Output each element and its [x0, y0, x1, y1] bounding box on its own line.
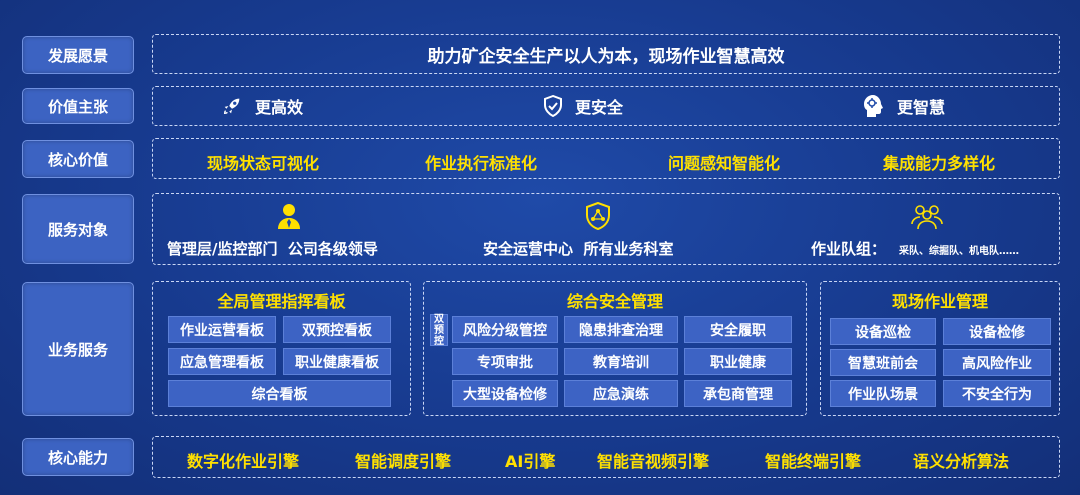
- safety-item[interactable]: 安全履职: [684, 316, 792, 343]
- value-item-smarter: 更智慧: [861, 87, 945, 125]
- safety-item[interactable]: 风险分级管控: [452, 316, 558, 343]
- field-panel-title: 现场作业管理: [891, 292, 988, 311]
- service-target-box: 管理层/监控部门 公司各级领导 安全运营中心 所有业务科室 作业队组： 采队、综…: [152, 193, 1060, 265]
- safety-item[interactable]: 承包商管理: [684, 380, 792, 407]
- manager-person-icon: [276, 202, 302, 234]
- service-target-teams: 作业队组：: [811, 240, 887, 258]
- board-panel-title: 全局管理指挥看板: [217, 292, 346, 311]
- field-item[interactable]: 不安全行为: [943, 380, 1051, 407]
- core-value-item: 作业执行标准化: [425, 154, 538, 173]
- capability-item: 智能音视频引擎: [597, 452, 710, 471]
- safety-item[interactable]: 隐患排查治理: [564, 316, 678, 343]
- safety-panel: 综合安全管理: [423, 281, 807, 416]
- dual-prevention-label: 双预控: [430, 314, 448, 347]
- safety-shield-network-icon: [585, 201, 611, 234]
- value-item-safer: 更安全: [543, 87, 623, 125]
- capability-box: 数字化作业引擎 智能调度引擎 AI引擎 智能音视频引擎 智能终端引擎 语义分析算…: [152, 436, 1060, 478]
- row-label-business: 业务服务: [22, 282, 134, 416]
- capability-item: 数字化作业引擎: [187, 452, 300, 471]
- field-item[interactable]: 设备巡检: [830, 318, 936, 345]
- board-item[interactable]: 应急管理看板: [168, 348, 276, 375]
- field-item[interactable]: 作业队场景: [830, 380, 936, 407]
- core-value-item: 问题感知智能化: [668, 154, 781, 173]
- safety-item[interactable]: 应急演练: [564, 380, 678, 407]
- board-item[interactable]: 综合看板: [168, 380, 391, 407]
- field-item[interactable]: 高风险作业: [943, 349, 1051, 376]
- safety-item[interactable]: 专项审批: [452, 348, 558, 375]
- team-group-icon: [910, 202, 944, 234]
- row-label-service-target: 服务对象: [22, 194, 134, 264]
- core-value-item: 集成能力多样化: [883, 154, 996, 173]
- row-label-value: 价值主张: [22, 88, 134, 124]
- board-item[interactable]: 双预控看板: [283, 316, 391, 343]
- field-item[interactable]: 智慧班前会: [830, 349, 936, 376]
- board-item[interactable]: 职业健康看板: [283, 348, 391, 375]
- vision-text: 助力矿企安全生产以人为本，现场作业智慧高效: [427, 46, 785, 67]
- field-item[interactable]: 设备检修: [943, 318, 1051, 345]
- value-item-efficient: 更高效: [221, 87, 303, 125]
- safety-item[interactable]: 大型设备检修: [452, 380, 558, 407]
- value-box: 更高效 更安全 更智慧: [152, 86, 1060, 126]
- brain-head-icon: [861, 93, 885, 119]
- field-panel: 现场作业管理: [820, 281, 1060, 416]
- safety-panel-title: 综合安全管理: [566, 292, 663, 311]
- service-target-safety-center: 安全运营中心 所有业务科室: [483, 240, 674, 258]
- rocket-icon: [221, 95, 243, 117]
- safety-item[interactable]: 职业健康: [684, 348, 792, 375]
- core-value-box: 现场状态可视化 作业执行标准化 问题感知智能化 集成能力多样化: [152, 138, 1060, 179]
- board-item[interactable]: 作业运营看板: [168, 316, 276, 343]
- vision-box: 助力矿企安全生产以人为本，现场作业智慧高效: [152, 34, 1060, 74]
- core-value-item: 现场状态可视化: [207, 154, 320, 173]
- service-target-teams-sub: 采队、综掘队、机电队……: [899, 246, 1019, 257]
- capability-item: 语义分析算法: [913, 452, 1010, 471]
- service-target-management: 管理层/监控部门 公司各级领导: [167, 240, 378, 258]
- capability-item: 智能终端引擎: [765, 452, 862, 471]
- row-label-vision: 发展愿景: [22, 36, 134, 74]
- row-label-core-value: 核心价值: [22, 140, 134, 178]
- shield-check-icon: [543, 95, 563, 117]
- safety-item[interactable]: 教育培训: [564, 348, 678, 375]
- row-label-capability: 核心能力: [22, 438, 134, 476]
- capability-item: 智能调度引擎: [355, 452, 452, 471]
- board-panel: 全局管理指挥看板: [152, 281, 411, 416]
- capability-item: AI引擎: [505, 452, 556, 471]
